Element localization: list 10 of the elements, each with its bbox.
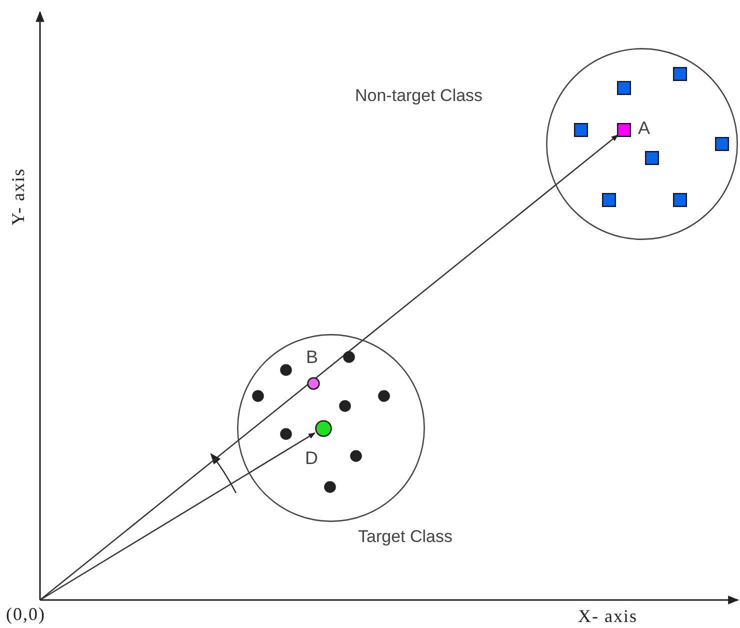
point-label: B — [306, 347, 318, 367]
class-label: Non-target Class — [355, 86, 483, 106]
arrow — [40, 134, 618, 600]
axis-label: Y- axis — [8, 168, 28, 226]
point-label: A — [638, 118, 650, 138]
axis-label: X- axis — [578, 606, 638, 626]
origin-label: (0,0) — [6, 604, 46, 624]
arrow — [40, 432, 316, 601]
class-label: Target Class — [358, 527, 452, 547]
point-label: D — [305, 448, 318, 468]
